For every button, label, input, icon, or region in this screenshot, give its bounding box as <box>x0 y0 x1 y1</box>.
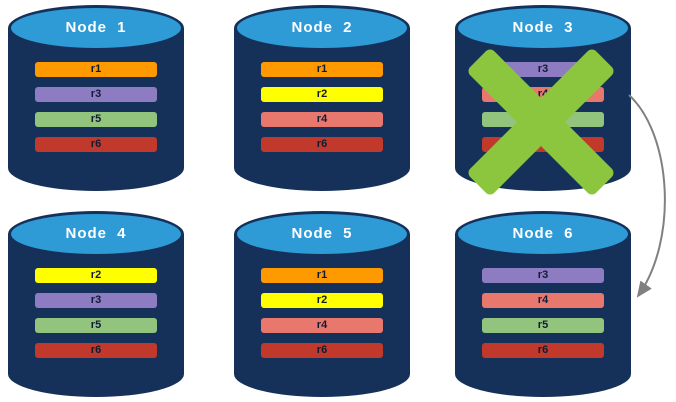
replica-bar-list: r3 r4 r5 r6 <box>455 268 631 358</box>
cylinder-top: Node 3 <box>455 5 631 51</box>
cylinder-top: Node 1 <box>8 5 184 51</box>
replica-bar-list: r1 r3 r5 r6 <box>8 62 184 152</box>
cylinder-top: Node 2 <box>234 5 410 51</box>
node-6: r3 r4 r5 r6 Node 6 <box>455 211 631 397</box>
replica-bar: r1 <box>261 62 383 77</box>
replica-bar: r4 <box>261 112 383 127</box>
replica-bar-list: r1 r2 r4 r6 <box>234 62 410 152</box>
node-label: Node 5 <box>291 224 353 242</box>
replica-bar: r6 <box>261 137 383 152</box>
node-1: r1 r3 r5 r6 Node 1 <box>8 5 184 191</box>
replica-bar: r6 <box>35 137 157 152</box>
replica-bar: r5 <box>35 318 157 333</box>
replica-bar: r1 <box>35 62 157 77</box>
node-label: Node 3 <box>512 18 574 36</box>
cylinder-top: Node 4 <box>8 211 184 257</box>
replica-bar: r6 <box>35 343 157 358</box>
replica-bar: r2 <box>261 87 383 102</box>
replica-bar: r3 <box>35 293 157 308</box>
replica-bar: r3 <box>35 87 157 102</box>
replica-bar: r6 <box>261 343 383 358</box>
replica-bar: r5 <box>35 112 157 127</box>
node-label: Node 1 <box>65 18 127 36</box>
replica-bar: r4 <box>261 318 383 333</box>
node-4: r2 r3 r5 r6 Node 4 <box>8 211 184 397</box>
cylinder-top: Node 5 <box>234 211 410 257</box>
replica-bar: r1 <box>261 268 383 283</box>
replica-bar: r4 <box>482 293 604 308</box>
node-5: r1 r2 r4 r6 Node 5 <box>234 211 410 397</box>
x-mark-icon <box>452 47 630 197</box>
replica-bar: r3 <box>482 268 604 283</box>
cylinder-top: Node 6 <box>455 211 631 257</box>
replica-bar: r6 <box>482 343 604 358</box>
node-2: r1 r2 r4 r6 Node 2 <box>234 5 410 191</box>
node-label: Node 6 <box>512 224 574 242</box>
replica-bar-list: r1 r2 r4 r6 <box>234 268 410 358</box>
replica-bar: r2 <box>35 268 157 283</box>
node-label: Node 4 <box>65 224 127 242</box>
node-label: Node 2 <box>291 18 353 36</box>
replica-bar: r2 <box>261 293 383 308</box>
replica-bar-list: r2 r3 r5 r6 <box>8 268 184 358</box>
replica-bar: r5 <box>482 318 604 333</box>
